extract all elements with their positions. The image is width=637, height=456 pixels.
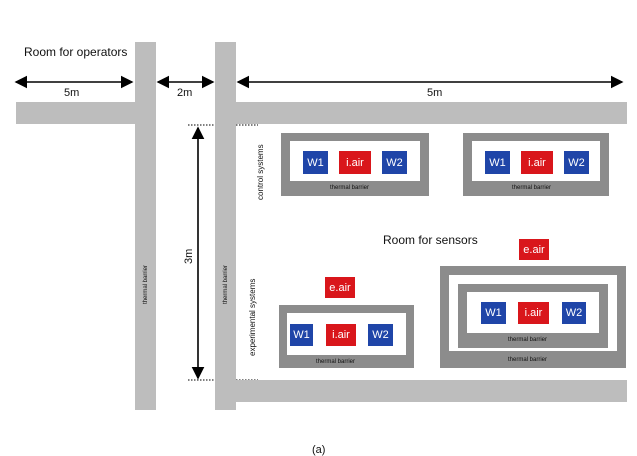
- thermal-barrier-label-right: thermal barrier: [223, 264, 229, 304]
- dim-label-2m: 2m: [177, 87, 193, 99]
- thermal-barrier-experimental-1: thermal barrier: [316, 359, 356, 365]
- wall-column-left: thermal barrier: [135, 42, 156, 410]
- dim-label-3m: 3m: [183, 248, 195, 264]
- thermal-barrier-experimental-2-outer: thermal barrier: [508, 357, 548, 363]
- figure-caption: (a): [312, 444, 326, 456]
- thermal-barrier-control-1: thermal barrier: [330, 185, 370, 191]
- wall-left-horizontal: [16, 102, 135, 124]
- wall-bottom-right: [236, 380, 627, 402]
- wall-column-right: thermal barrier: [215, 42, 236, 410]
- experimental-systems-label: experimental systems: [248, 278, 257, 356]
- iair-control-1: i.air: [339, 151, 371, 174]
- w1-experimental-2: W1: [481, 302, 506, 324]
- w2-experimental-2: W2: [562, 302, 586, 324]
- wall-top-right: [236, 102, 627, 124]
- thermal-barrier-control-2: thermal barrier: [512, 185, 552, 191]
- thermal-barrier-experimental-2-inner: thermal barrier: [508, 337, 548, 343]
- w2-experimental-1: W2: [368, 324, 393, 346]
- w2-control-1: W2: [382, 151, 407, 174]
- thermal-barrier-label-left: thermal barrier: [143, 264, 149, 304]
- room-operators-label: Room for operators: [24, 45, 128, 59]
- dim-label-5m-right: 5m: [427, 87, 443, 99]
- w1-control-1: W1: [303, 151, 328, 174]
- w1-control-2: W1: [485, 151, 510, 174]
- iair-experimental-1: i.air: [326, 324, 356, 346]
- dim-label-5m-left: 5m: [64, 87, 80, 99]
- iair-experimental-2: i.air: [518, 302, 549, 324]
- iair-control-2: i.air: [521, 151, 553, 174]
- w1-experimental-1: W1: [290, 324, 313, 346]
- control-systems-label: control systems: [256, 144, 265, 200]
- eair-experimental-1: e.air: [325, 277, 355, 298]
- eair-experimental-2: e.air: [519, 239, 549, 260]
- w2-control-2: W2: [564, 151, 589, 174]
- room-sensors-label: Room for sensors: [383, 233, 478, 247]
